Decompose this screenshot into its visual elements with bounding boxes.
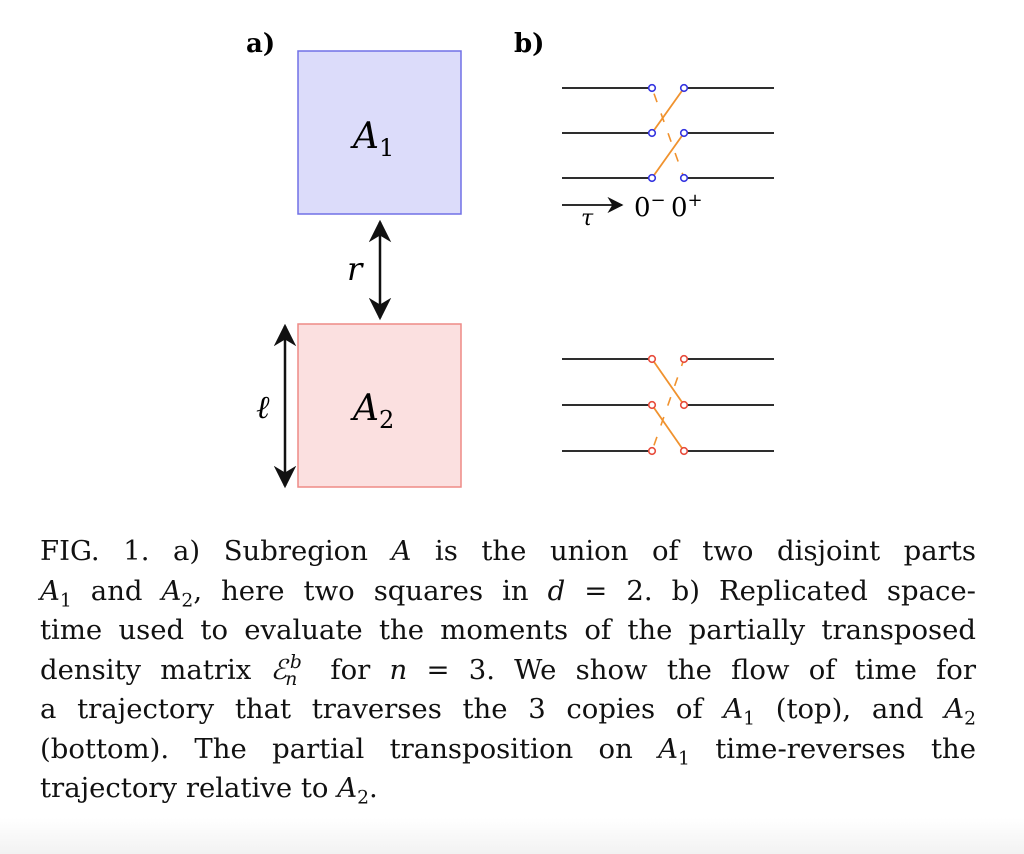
zero-plus-label: 0+: [671, 190, 703, 223]
endpoint-dot: [679, 128, 689, 138]
time-label: τ: [581, 206, 594, 231]
replica-crossing: [651, 87, 685, 134]
caption-line: (bottom). The partial transposition on A…: [40, 732, 976, 769]
a2-label: A2: [350, 388, 394, 434]
a1-label: A1: [350, 116, 394, 162]
endpoint-dot: [647, 173, 657, 183]
caption-line: FIG. 1. a) Subregion A is the union of t…: [40, 535, 976, 567]
endpoint-dot: [647, 400, 657, 410]
figure-caption: FIG. 1. a) Subregion A is the union of t…: [40, 532, 976, 809]
endpoint-dot: [679, 83, 689, 93]
endpoint-dot: [679, 354, 689, 364]
caption-line: A1 and A2, here two squares in d = 2. b)…: [40, 574, 976, 611]
caption-line: time used to evaluate the moments of the…: [40, 614, 976, 646]
replica-crossing: [651, 132, 685, 179]
endpoint-dot: [679, 173, 689, 183]
caption-line: a trajectory that traverses the 3 copies…: [40, 693, 976, 730]
endpoint-dot: [647, 128, 657, 138]
replica-wrap-dashed: [651, 358, 685, 452]
page-bottom-edge: [0, 818, 1024, 854]
endpoint-dot: [679, 446, 689, 456]
replica-crossing: [651, 358, 685, 406]
caption-line: density matrix ℰnb for n = 3. We show th…: [40, 652, 976, 690]
caption-line: trajectory relative to A2.: [40, 772, 378, 809]
endpoint-dot: [647, 446, 657, 456]
figure-canvas: a) A1 A2 r ℓ b) τ 0− 0+: [246, 29, 774, 489]
zero-minus-label: 0−: [634, 190, 666, 223]
replica-diagram-a1: [562, 83, 774, 183]
subregion-a2-square: [297, 323, 462, 488]
endpoint-dot: [647, 83, 657, 93]
figure-1: a) A1 A2 r ℓ b) τ 0− 0+: [246, 29, 774, 489]
replica-wrap-dashed: [651, 87, 685, 179]
replica-diagram-a2: [562, 354, 774, 456]
replica-crossing: [651, 404, 685, 452]
endpoint-dot: [647, 354, 657, 364]
endpoint-dot: [679, 400, 689, 410]
panel-b-label: b): [514, 29, 544, 59]
panel-a-label: a): [246, 29, 275, 59]
separation-label: r: [347, 250, 364, 288]
subregion-a1-square: [297, 50, 462, 215]
size-label: ℓ: [256, 388, 270, 426]
